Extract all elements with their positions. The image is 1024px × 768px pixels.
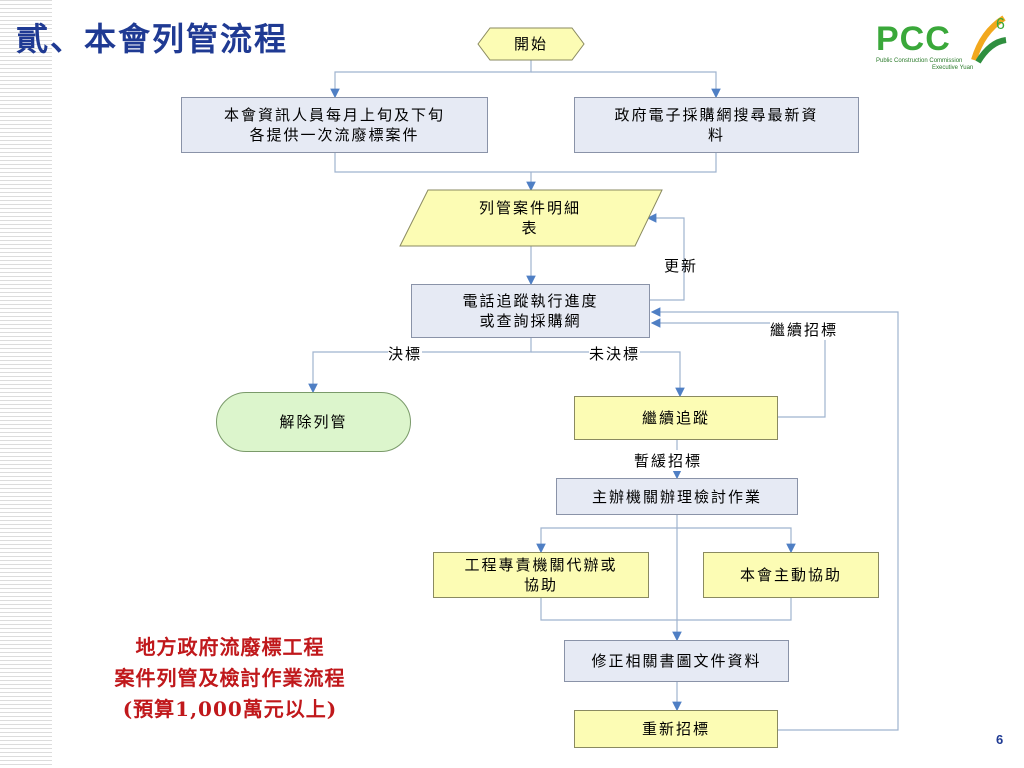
logo-text: PCC: [876, 20, 951, 58]
agency-help-text: 工程專責機關代辦或 協助: [464, 556, 618, 594]
commission-help-box: 本會主動協助: [703, 552, 879, 598]
logo-swoosh-icon: [971, 15, 1007, 64]
source-left-text: 本會資訊人員每月上旬及下旬 各提供一次流廢標案件: [223, 106, 445, 144]
page-number: 6: [996, 732, 1004, 747]
re-tender-text: 重新招標: [641, 720, 710, 738]
start-label: 開始: [513, 35, 548, 53]
phone-track-text: 電話追蹤執行進度 或查詢採購網: [462, 292, 599, 330]
decided-label: 決標: [388, 343, 423, 364]
revise-docs-box: 修正相關書圖文件資料: [564, 640, 789, 682]
suspend-label: 暫緩招標: [634, 450, 703, 471]
phone-track-box: 電話追蹤執行進度 或查詢採購網: [411, 284, 650, 338]
left-stripe-decoration: [0, 0, 52, 768]
start-shape: [477, 27, 585, 61]
release-box: 解除列管: [216, 392, 411, 452]
note-line2: 案件列管及檢討作業流程: [114, 666, 346, 690]
source-right-text: 政府電子採購網搜尋最新資 料: [614, 106, 819, 144]
pcc-logo: PCC 6 Public Construction Commission Exe…: [872, 12, 1022, 71]
source-right-box: 政府電子採購網搜尋最新資 料: [574, 97, 859, 153]
agency-help-box: 工程專責機關代辦或 協助: [433, 552, 649, 598]
continue-tender-label: 繼續招標: [770, 319, 839, 340]
release-text: 解除列管: [279, 413, 348, 431]
note-line1: 地方政府流廢標工程: [135, 635, 325, 659]
undecided-label: 未決標: [589, 343, 641, 364]
re-tender-box: 重新招標: [574, 710, 778, 748]
keep-tracking-box: 繼續追蹤: [574, 396, 778, 440]
logo-subtitle-line2: Executive Yuan: [932, 65, 974, 71]
logo-number: 6: [996, 16, 1005, 33]
logo-subtitle-line1: Public Construction Commission: [876, 58, 963, 64]
review-text: 主辦機關辦理檢討作業: [591, 487, 762, 506]
flow-note: 地方政府流廢標工程 案件列管及檢討作業流程 (預算1,000萬元以上): [60, 632, 400, 725]
source-left-box: 本會資訊人員每月上旬及下旬 各提供一次流廢標案件: [181, 97, 488, 153]
review-box: 主辦機關辦理檢討作業: [556, 478, 798, 515]
list-detail-shape: [399, 189, 663, 247]
update-label: 更新: [664, 257, 699, 275]
page-title: 貳、本會列管流程: [16, 20, 289, 58]
list-detail-label: 列管案件明細 表: [430, 194, 630, 242]
note-line3: (預算1,000萬元以上): [122, 697, 338, 721]
commission-help-text: 本會主動協助: [739, 566, 842, 584]
list-detail-text: 列管案件明細 表: [478, 199, 581, 237]
keep-tracking-text: 繼續追蹤: [641, 409, 710, 427]
revise-docs-text: 修正相關書圖文件資料: [591, 652, 762, 670]
